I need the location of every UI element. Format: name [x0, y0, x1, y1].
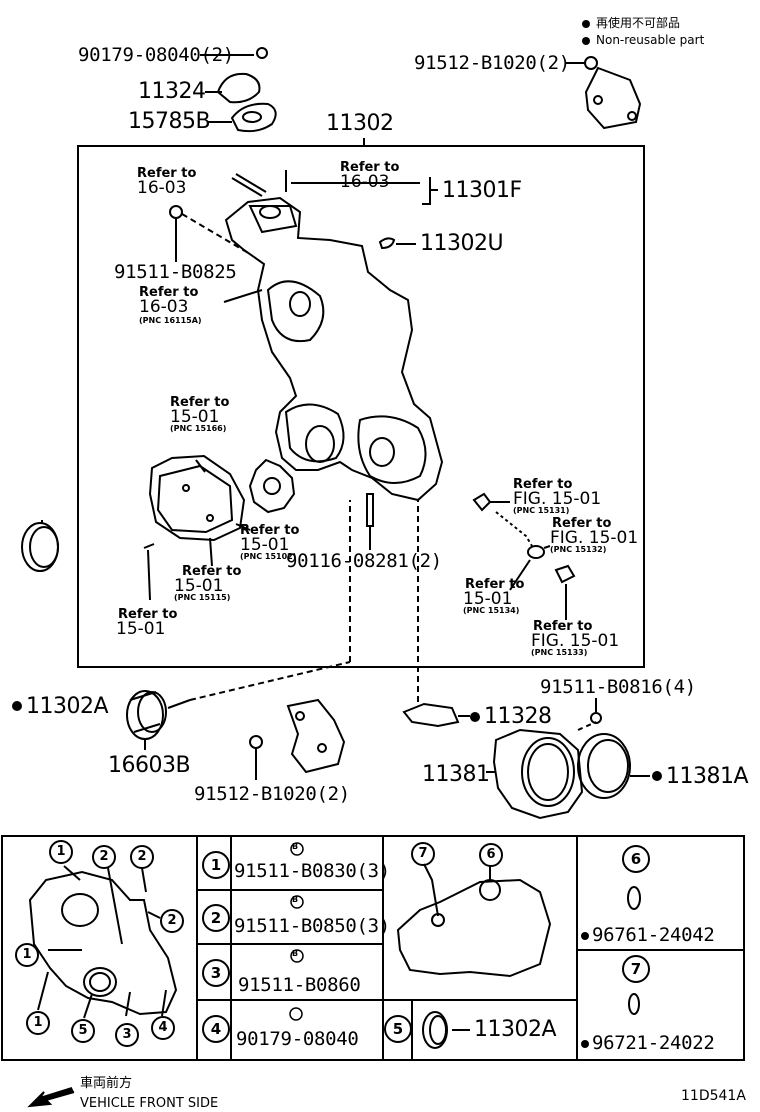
callout-2: 2	[160, 909, 184, 933]
ref-label: Refer to	[182, 564, 242, 579]
o-ring-7	[628, 993, 640, 1015]
ref-pnc: (PNC 15131)	[513, 506, 570, 515]
row-6-part: 96761-24042	[592, 924, 715, 946]
ref-15-01: 15-01	[116, 619, 166, 639]
legend-non-reusable-en: Non-reusable part	[596, 33, 705, 47]
part-11381A: 11381A	[666, 764, 749, 789]
timing-cover-11302	[224, 196, 444, 502]
part-91511-B0825: 91511-B0825	[114, 261, 237, 283]
part-91511-B0816-4: 91511-B0816(4)	[540, 676, 696, 698]
ref-16-03: 16-03	[137, 178, 187, 198]
row-1-part: 91511-B0830(3)	[234, 860, 390, 882]
gasket-15785B	[230, 102, 277, 133]
direction-label-jp: 車両前方	[80, 1076, 133, 1091]
callout-7: 7	[411, 842, 435, 866]
callout-1: 1	[49, 840, 73, 864]
part-91512-B1020-2-top: 91512-B1020(2)	[414, 52, 570, 74]
row-5-part: 11302A	[474, 1017, 557, 1042]
part-16603B: 16603B	[108, 753, 191, 778]
ref-pnc: (PNC 15115)	[174, 593, 231, 602]
row-7-number: 7	[622, 955, 650, 983]
nut-90179	[256, 47, 268, 59]
ref-16-03: 16-03	[340, 172, 390, 192]
row-3-number: 3	[202, 959, 230, 987]
callout-2: 2	[92, 845, 116, 869]
oil-pump-cover	[148, 454, 246, 542]
callout-5: 5	[71, 1019, 95, 1043]
part-15785B: 15785B	[128, 109, 211, 134]
ref-15-01: 15-01	[170, 407, 220, 427]
housing-11381	[492, 728, 584, 820]
direction-label-en: VEHICLE FRONT SIDE	[80, 1096, 219, 1111]
ref-15-01: 15-01	[240, 535, 290, 555]
part-90116-08281-2: 90116-08281(2)	[286, 550, 442, 572]
callout-1: 1	[26, 1011, 50, 1035]
ref-fig-15-01: FIG. 15-01	[531, 631, 620, 651]
row-2-part: 91511-B0850(3)	[234, 915, 390, 937]
vehicle-front-arrow	[27, 1087, 75, 1108]
ref-label: Refer to	[170, 395, 230, 410]
callout-3: 3	[115, 1023, 139, 1047]
part-11302: 11302	[326, 111, 394, 136]
ref-fig-15-01: FIG. 15-01	[550, 528, 639, 548]
ref-label: Refer to	[533, 619, 593, 634]
part-11302A-left: 11302A	[26, 694, 109, 719]
gasket-11328	[402, 702, 460, 728]
ref-label: Refer to	[137, 166, 197, 181]
callout-1: 1	[15, 943, 39, 967]
callout-6: 6	[479, 843, 503, 867]
ref-label: Refer to	[118, 607, 178, 622]
oil-seal-11381A	[577, 733, 631, 799]
row-7-part: 96721-24022	[592, 1032, 715, 1054]
ref-pnc: (PNC 16115A)	[139, 316, 202, 325]
ref-16-03: 16-03	[139, 297, 189, 317]
ref-label: Refer to	[240, 523, 300, 538]
ref-label: Refer to	[552, 516, 612, 531]
bolt-mark-b: B	[292, 895, 299, 904]
row-4-part: 90179-08040	[236, 1028, 359, 1050]
part-11328: 11328	[484, 704, 552, 729]
ref-label: Refer to	[465, 577, 525, 592]
ref-label: Refer to	[139, 285, 199, 300]
callout-2: 2	[130, 845, 154, 869]
row-4-number: 4	[202, 1015, 230, 1043]
figure-code: 11D541A	[681, 1088, 746, 1104]
row-2-number: 2	[202, 904, 230, 932]
row-1-number: 1	[202, 851, 230, 879]
oil-pump-rotor	[248, 458, 296, 514]
part-11302U: 11302U	[420, 231, 504, 256]
ref-label: Refer to	[340, 160, 400, 175]
ref-pnc: (PNC 15102)	[240, 552, 297, 561]
row-6-number: 6	[622, 845, 650, 873]
bolt-mark-b: B	[292, 949, 299, 958]
part-90179-08040-2: 90179-08040(2)	[78, 44, 234, 66]
o-ring-6	[627, 886, 641, 910]
part-11301F: 11301F	[442, 178, 522, 203]
pulley-16603B	[126, 690, 164, 740]
ref-15-01: 15-01	[174, 576, 224, 596]
ref-pnc: (PNC 15166)	[170, 424, 227, 433]
part-11381: 11381	[422, 762, 490, 787]
cover-plate-11324	[216, 72, 261, 104]
ref-fig-15-01: FIG. 15-01	[513, 489, 602, 509]
ref-pnc: (PNC 15134)	[463, 606, 520, 615]
row-5-number: 5	[384, 1015, 412, 1043]
row-3-part: 91511-B0860	[238, 974, 361, 996]
part-91512-B1020-2-bot: 91512-B1020(2)	[194, 783, 350, 805]
assembly-frame	[77, 145, 645, 668]
ref-pnc: (PNC 15132)	[550, 545, 607, 554]
callout-4: 4	[151, 1016, 175, 1040]
part-11324: 11324	[138, 79, 206, 104]
detail-table-frame	[1, 835, 745, 1061]
ref-pnc: (PNC 15133)	[531, 648, 588, 657]
bolt-mark-b: B	[292, 842, 299, 851]
ref-label: Refer to	[513, 477, 573, 492]
legend-non-reusable-jp: 再使用不可部品	[596, 16, 681, 30]
ref-15-01: 15-01	[463, 589, 513, 609]
